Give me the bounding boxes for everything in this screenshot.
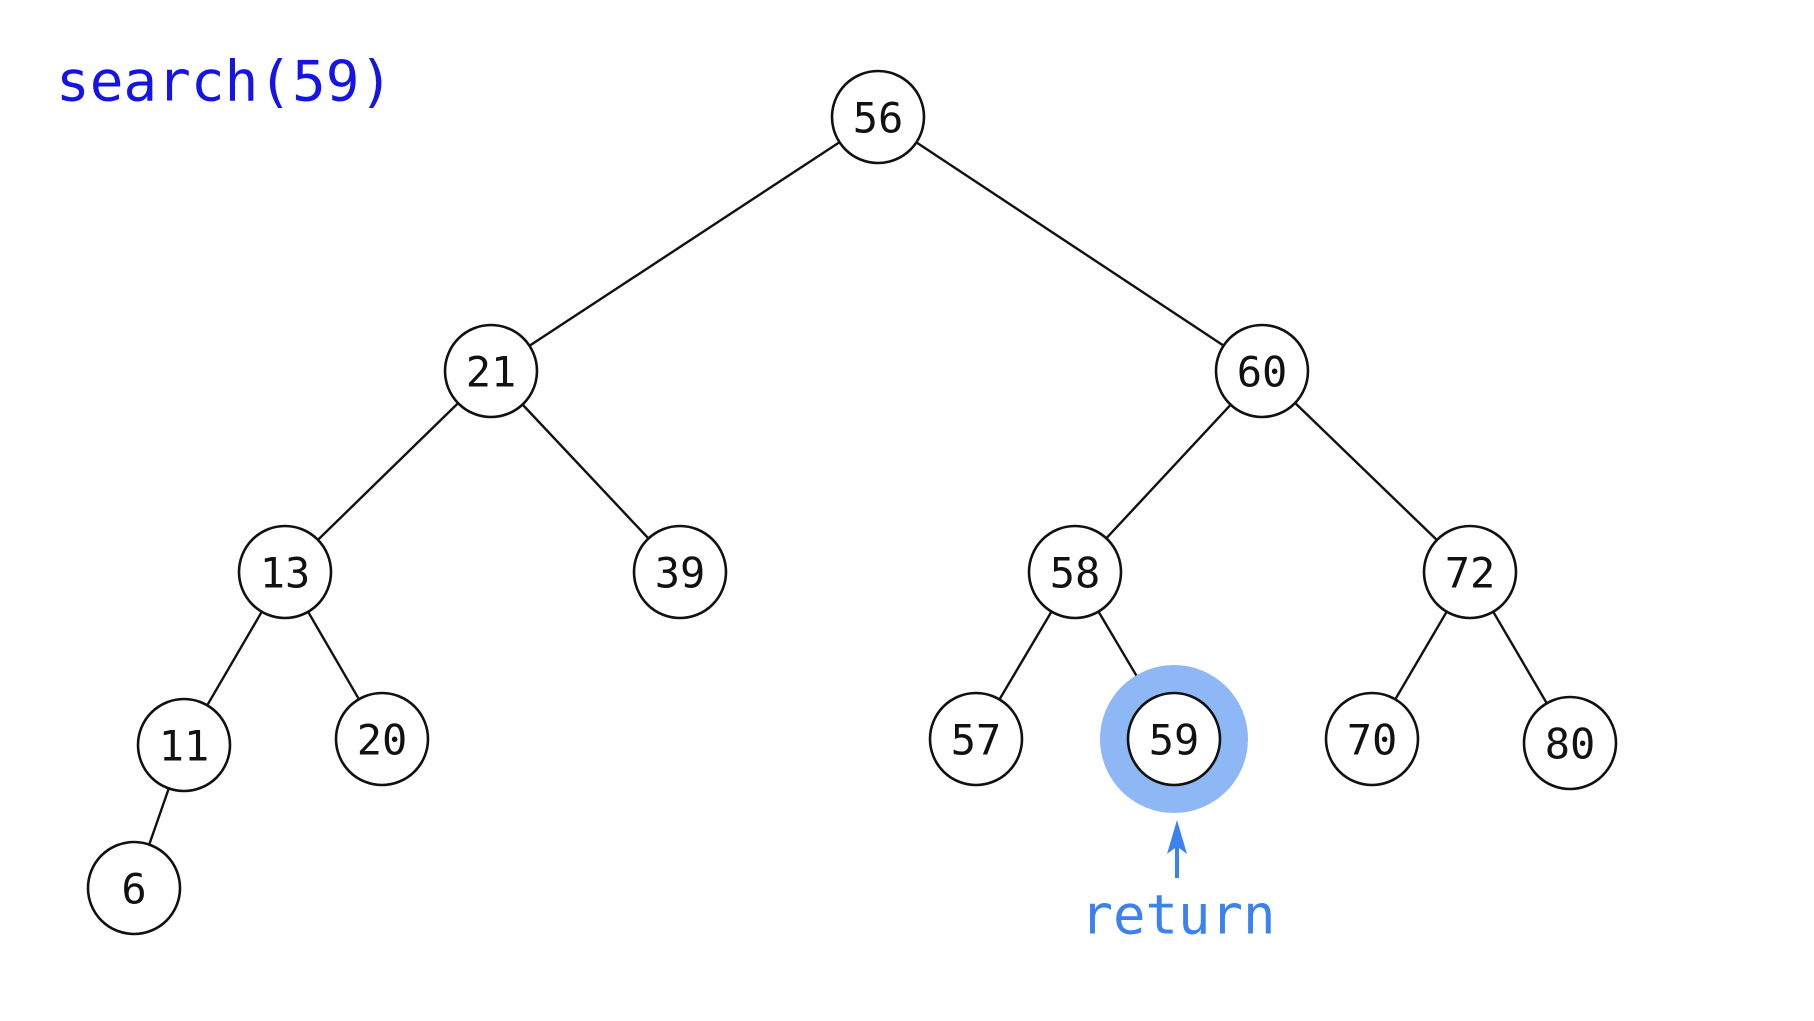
node-circle: [237, 524, 333, 620]
node-circle: [632, 524, 728, 620]
node-label: 6: [121, 865, 146, 914]
node-label: 39: [655, 549, 706, 598]
tree-edge: [1105, 403, 1232, 540]
tree-node: 60: [1214, 323, 1310, 419]
node-label: 80: [1545, 720, 1596, 769]
node-label: 57: [951, 716, 1002, 765]
return-label: return: [1080, 884, 1275, 947]
node-circle: [443, 323, 539, 419]
return-indicator: return: [1080, 820, 1276, 947]
tree-edge: [1492, 611, 1548, 704]
tree-edges: [148, 141, 1548, 845]
node-circle: [830, 69, 926, 165]
tree-edge: [317, 402, 459, 541]
tree-nodes: 56 21 60 13 39 58 72 11 20 57 59 70 80 6: [86, 69, 1618, 936]
tree-edge: [307, 611, 360, 700]
node-label: 13: [260, 549, 311, 598]
tree-edge: [1294, 402, 1438, 541]
node-circle: [1214, 323, 1310, 419]
tree-node: 80: [1522, 695, 1618, 791]
node-circle: [1522, 695, 1618, 791]
tree-node: 56: [830, 69, 926, 165]
node-label: 11: [159, 722, 210, 771]
node-label: 56: [853, 94, 904, 143]
tree-node: 20: [334, 691, 430, 787]
tree-node: 21: [443, 323, 539, 419]
tree-edge: [206, 611, 263, 706]
tree-node: 39: [632, 524, 728, 620]
node-label: 60: [1237, 348, 1288, 397]
node-circle: [1027, 524, 1123, 620]
node-label: 59: [1149, 716, 1200, 765]
tree-edge: [998, 610, 1053, 701]
node-circle: [1422, 524, 1518, 620]
node-circle: [1324, 691, 1420, 787]
tree-edge: [521, 403, 650, 540]
node-label: 72: [1445, 549, 1496, 598]
node-circle: [928, 691, 1024, 787]
tree-node: 57: [928, 691, 1024, 787]
tree-edge: [528, 141, 841, 347]
tree-node: 59: [1126, 691, 1222, 787]
tree-edge: [915, 141, 1225, 347]
tree-node: 13: [237, 524, 333, 620]
tree-node: 11: [136, 697, 232, 793]
node-circle: [334, 691, 430, 787]
tree-node: 58: [1027, 524, 1123, 620]
up-arrow-icon: [1167, 820, 1187, 878]
node-label: 70: [1347, 716, 1398, 765]
tree-edge: [1394, 611, 1448, 700]
node-circle: [136, 697, 232, 793]
tree-node: 70: [1324, 691, 1420, 787]
tree-edge: [148, 788, 170, 845]
tree-node: 6: [86, 840, 182, 936]
node-label: 21: [466, 348, 517, 397]
node-label: 20: [357, 716, 408, 765]
search-call-title: search(59): [56, 50, 393, 115]
tree-node: 72: [1422, 524, 1518, 620]
node-circle: [1126, 691, 1222, 787]
node-circle: [86, 840, 182, 936]
node-label: 58: [1050, 549, 1101, 598]
